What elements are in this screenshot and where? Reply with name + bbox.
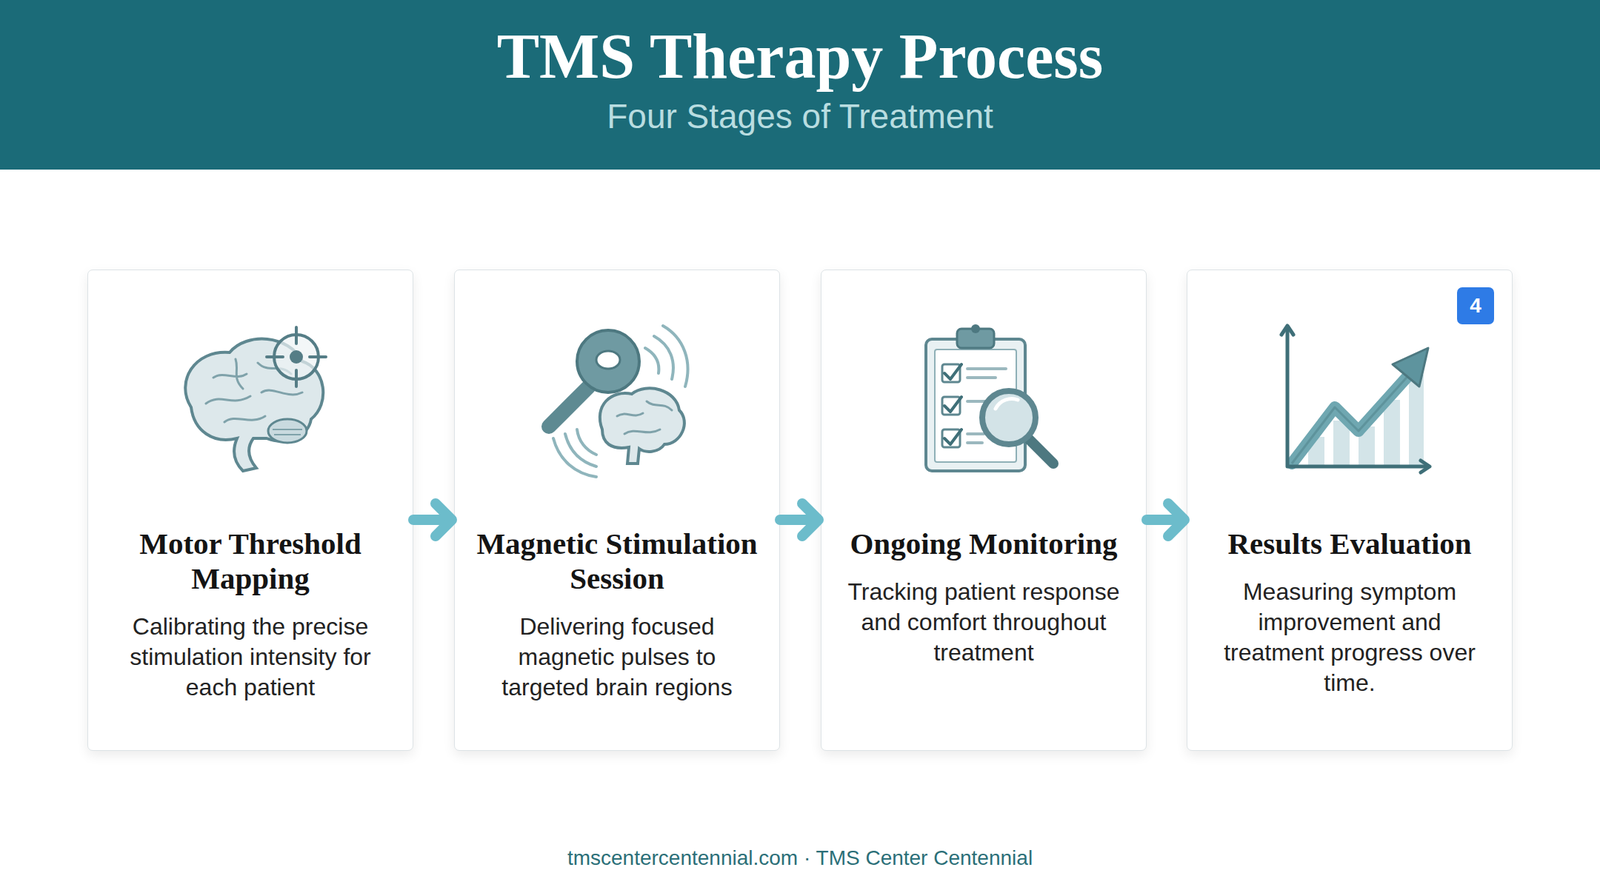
brain-target-icon [161,318,340,482]
card-heading: Motor Threshold Mapping [105,526,395,597]
diagram-title: TMS Therapy Process [0,20,1600,92]
clipboard-monitor-icon [894,318,1073,482]
card-description: Measuring symptom improvement and treatm… [1209,577,1490,699]
flow-arrow [780,503,819,537]
growth-chart-icon [1260,318,1439,482]
flow-arrow [1146,503,1185,537]
card-heading: Ongoing Monitoring [839,526,1129,562]
process-card: Results EvaluationMeasuring symptom impr… [1186,269,1513,752]
card-description: Tracking patient response and comfort th… [843,577,1124,669]
card-heading: Results Evaluation [1205,526,1495,562]
flow-arrow [413,503,452,537]
coil-stimulation-icon [528,318,706,482]
footer-source: tmscentercentennial.com · TMS Center Cen… [0,845,1600,872]
card-description: Calibrating the precise stimulation inte… [110,611,391,703]
step-badge: 4 [1457,287,1495,325]
card-description: Delivering focused magnetic pulses to ta… [477,611,758,703]
card-heading: Magnetic Stimulation Session [472,526,762,597]
subtitle-text: Four Stages of Treatment [0,96,1600,137]
